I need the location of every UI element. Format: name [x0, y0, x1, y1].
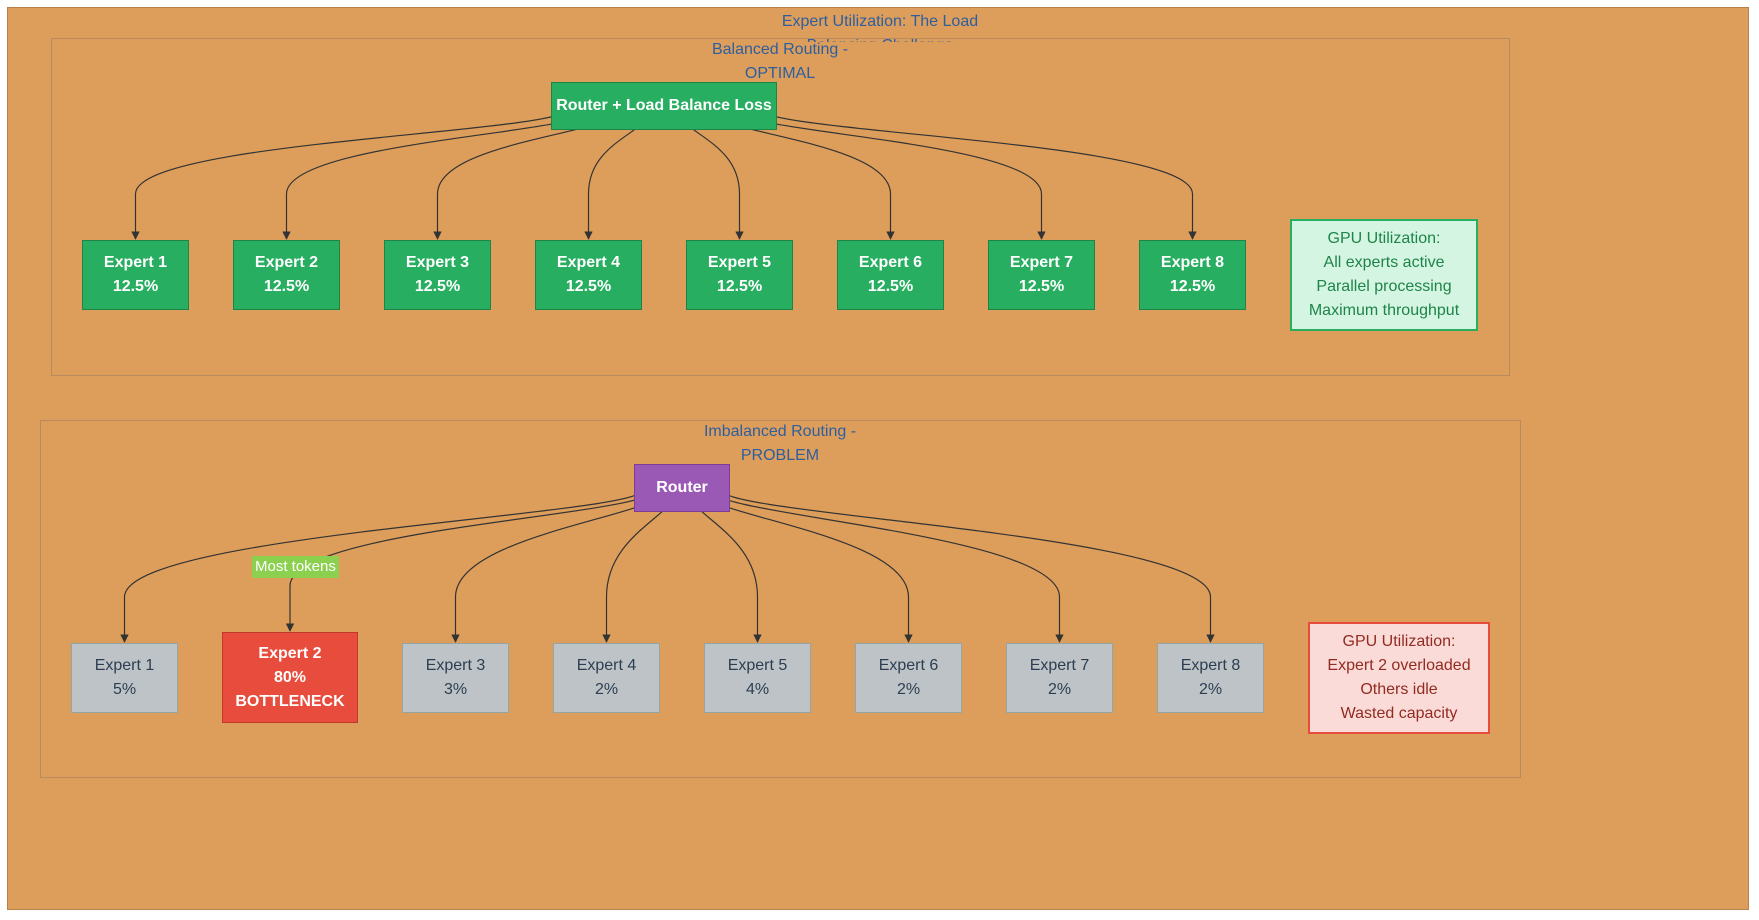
balanced-router-label: Router + Load Balance Loss	[556, 97, 772, 114]
note-line: GPU Utilization:	[1342, 633, 1456, 650]
expert-name: Expert 3	[425, 657, 486, 674]
balanced-expert-3: Expert 3 12.5%	[384, 240, 491, 310]
expert-share: 2%	[1047, 681, 1072, 698]
imbalanced-expert-3: Expert 3 3%	[402, 643, 509, 713]
expert-name: Expert 2	[258, 644, 322, 662]
expert-name: Expert 3	[405, 254, 470, 271]
edge-balanced-router-node-to-balanced-expert-8	[758, 108, 1197, 240]
balanced-expert-4: Expert 4 12.5%	[535, 240, 642, 310]
expert-name: Expert 5	[707, 254, 772, 271]
note-line: Parallel processing	[1316, 278, 1452, 295]
imbalanced-expert-4: Expert 4 2%	[553, 643, 660, 713]
note-line: Wasted capacity	[1340, 705, 1458, 722]
imbalanced-gpu-note: GPU Utilization: Expert 2 overloaded Oth…	[1308, 622, 1490, 734]
imbalanced-expert-5: Expert 5 4%	[704, 643, 811, 713]
expert-share: 2%	[1198, 681, 1223, 698]
balanced-router-node: Router + Load Balance Loss	[551, 82, 777, 130]
imbalanced-expert-2-bottleneck: Expert 2 80% BOTTLENECK	[222, 632, 358, 723]
bottleneck-label: BOTTLENECK	[235, 692, 345, 710]
expert-name: Expert 4	[556, 254, 621, 271]
imbalanced-router-label: Router	[656, 479, 708, 496]
edge-balanced-router-node-to-balanced-expert-7	[731, 108, 1046, 240]
note-line: Expert 2 overloaded	[1327, 657, 1471, 674]
expert-name: Expert 6	[878, 657, 939, 674]
edge-balanced-router-node-to-balanced-expert-2	[282, 108, 597, 240]
expert-share: 2%	[896, 681, 921, 698]
expert-share: 12.5%	[716, 278, 763, 295]
expert-share: 12.5%	[263, 278, 310, 295]
expert-share: 80%	[273, 668, 307, 686]
note-line: Maximum throughput	[1308, 302, 1460, 319]
expert-name: Expert 7	[1009, 254, 1074, 271]
expert-name: Expert 1	[94, 657, 155, 674]
note-line: GPU Utilization:	[1327, 230, 1441, 247]
balanced-expert-2: Expert 2 12.5%	[233, 240, 340, 310]
expert-share: 12.5%	[565, 278, 612, 295]
edge-balanced-router-node-to-balanced-expert-1	[131, 108, 570, 240]
most-tokens-edge-label: Most tokens	[252, 556, 339, 578]
diagram-title: Expert Utilization: The Load Balancing C…	[781, 13, 979, 42]
imbalanced-expert-6: Expert 6 2%	[855, 643, 962, 713]
imbalanced-router-node: Router	[634, 464, 730, 512]
expert-name: Expert 5	[727, 657, 788, 674]
imbalanced-heading-line2: PROBLEM	[740, 447, 820, 464]
balanced-expert-5: Expert 5 12.5%	[686, 240, 793, 310]
balanced-expert-6: Expert 6 12.5%	[837, 240, 944, 310]
balanced-heading-line1: Balanced Routing -	[711, 41, 849, 58]
expert-name: Expert 8	[1180, 657, 1241, 674]
expert-share: 12.5%	[112, 278, 159, 295]
edge-imbalanced-router-node-to-imbalanced-expert-6	[698, 490, 913, 643]
expert-share: 12.5%	[1169, 278, 1216, 295]
imbalanced-expert-7: Expert 7 2%	[1006, 643, 1113, 713]
expert-share: 12.5%	[1018, 278, 1065, 295]
balanced-routing-heading: Balanced Routing - OPTIMAL	[690, 38, 870, 86]
edge-imbalanced-router-node-to-imbalanced-expert-1	[120, 489, 643, 643]
expert-share: 4%	[745, 681, 770, 698]
imbalanced-heading-line1: Imbalanced Routing -	[703, 423, 857, 440]
edge-imbalanced-router-node-to-imbalanced-expert-7	[710, 490, 1064, 643]
edge-imbalanced-router-node-to-imbalanced-expert-2-bottleneck	[285, 490, 654, 632]
expert-share: 12.5%	[414, 278, 461, 295]
expert-name: Expert 6	[858, 254, 923, 271]
imbalanced-expert-8: Expert 8 2%	[1157, 643, 1264, 713]
note-line: All experts active	[1323, 254, 1445, 271]
edge-imbalanced-router-node-to-imbalanced-expert-8	[721, 489, 1215, 643]
balanced-expert-7: Expert 7 12.5%	[988, 240, 1095, 310]
expert-share: 12.5%	[867, 278, 914, 295]
expert-share: 3%	[443, 681, 468, 698]
note-line: Others idle	[1360, 681, 1438, 698]
balanced-gpu-note: GPU Utilization: All experts active Para…	[1290, 219, 1478, 331]
expert-name: Expert 7	[1029, 657, 1090, 674]
expert-share: 5%	[112, 681, 137, 698]
diagram-background	[7, 7, 1749, 910]
balanced-heading-line2: OPTIMAL	[744, 65, 816, 82]
balanced-expert-1: Expert 1 12.5%	[82, 240, 189, 310]
balanced-expert-8: Expert 8 12.5%	[1139, 240, 1246, 310]
balanced-routing-group	[51, 38, 1510, 376]
imbalanced-expert-1: Expert 1 5%	[71, 643, 178, 713]
imbalanced-routing-group	[40, 420, 1521, 778]
expert-name: Expert 4	[576, 657, 637, 674]
expert-name: Expert 1	[103, 254, 168, 271]
expert-name: Expert 8	[1160, 254, 1225, 271]
expert-name: Expert 2	[254, 254, 319, 271]
imbalanced-routing-heading: Imbalanced Routing - PROBLEM	[680, 420, 880, 468]
expert-share: 2%	[594, 681, 619, 698]
